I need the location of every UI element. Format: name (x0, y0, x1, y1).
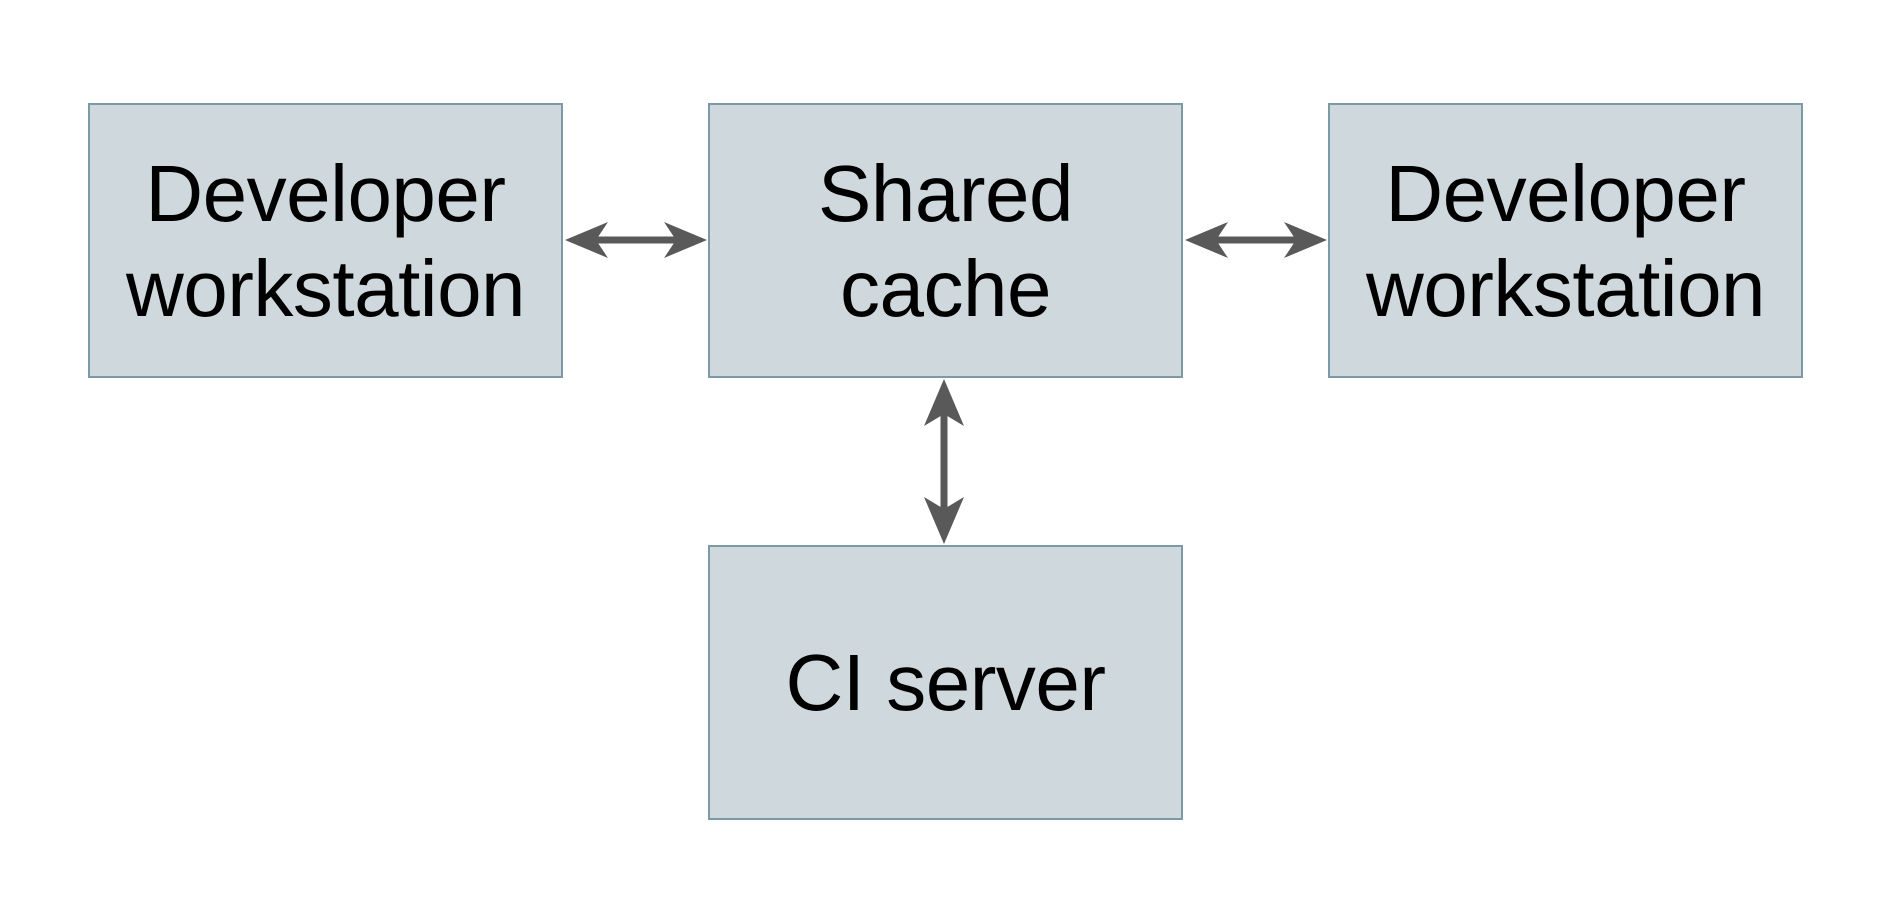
node-label-developer-workstation-right: Developer workstation (1365, 148, 1766, 333)
node-label-ci-server: CI server (785, 638, 1107, 727)
node-developer-workstation-right[interactable]: Developer workstation (1328, 103, 1803, 378)
edge-shared-cache-ci-server (924, 379, 964, 544)
arrowhead-right-dev-left-shared-cache (664, 222, 707, 258)
arrowhead-right-shared-cache-dev-right (1284, 222, 1327, 258)
node-developer-workstation-left[interactable]: Developer workstation (88, 103, 563, 378)
node-label-developer-workstation-left: Developer workstation (125, 148, 526, 333)
node-label-shared-cache: Shared cache (818, 148, 1073, 333)
arrowhead-down-shared-cache-ci-server (924, 497, 964, 544)
arrowhead-left-dev-left-shared-cache (565, 222, 608, 258)
node-ci-server[interactable]: CI server (708, 545, 1183, 820)
node-shared-cache[interactable]: Shared cache (708, 103, 1183, 378)
edge-shared-cache-dev-right (1185, 222, 1327, 258)
arrowhead-up-shared-cache-ci-server (924, 379, 964, 426)
edge-dev-left-shared-cache (565, 222, 707, 258)
arrowhead-left-shared-cache-dev-right (1185, 222, 1228, 258)
